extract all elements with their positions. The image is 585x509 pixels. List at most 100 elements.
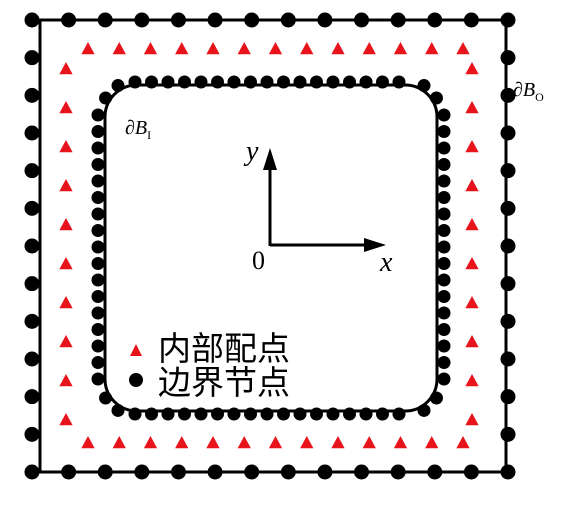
boundary-node (343, 407, 356, 421)
interior-collocation-point (465, 218, 479, 231)
interior-collocation-point (237, 436, 251, 449)
boundary-node (437, 372, 451, 386)
boundary-node (91, 207, 105, 221)
boundary-node (24, 351, 40, 367)
boundary-node (463, 464, 479, 480)
boundary-node (437, 257, 451, 270)
boundary-node (317, 464, 333, 480)
interior-collocation-point (59, 335, 73, 348)
boundary-node (211, 407, 224, 421)
boundary-node (437, 158, 451, 171)
boundary-node (280, 12, 296, 28)
boundary-node (170, 464, 186, 480)
boundary-node (178, 75, 191, 89)
boundary-node (500, 87, 516, 103)
boundary-node (194, 75, 208, 89)
boundary-node (111, 403, 125, 417)
boundary-node (91, 257, 105, 270)
boundary-node (354, 464, 370, 480)
interior-collocation-point (393, 436, 408, 449)
boundary-node (437, 290, 451, 303)
boundary-node (500, 163, 516, 179)
interior-collocation-point (175, 42, 189, 55)
boundary-node (376, 407, 389, 421)
boundary-node (207, 464, 223, 480)
boundary-node (437, 339, 451, 353)
interior-collocation-point (456, 42, 470, 55)
boundary-node (293, 75, 307, 89)
boundary-node (359, 407, 373, 421)
y-axis-arrowhead (263, 148, 277, 170)
interior-collocation-point (456, 436, 470, 449)
boundary-node (207, 12, 223, 28)
interior-collocation-point (59, 101, 73, 114)
boundary-node (24, 200, 40, 216)
boundary-node (277, 407, 290, 421)
boundary-node (500, 276, 516, 292)
interior-collocation-point (237, 42, 251, 55)
boundary-node (317, 12, 333, 28)
legend: 内部配点 边界节点 (129, 329, 290, 402)
interior-collocation-point (81, 42, 95, 55)
boundary-node (500, 12, 516, 28)
boundary-node (392, 75, 406, 89)
boundary-node (500, 238, 516, 254)
boundary-node (437, 224, 451, 237)
boundary-node (260, 75, 274, 89)
boundary-node (128, 75, 142, 89)
interior-collocation-point (300, 436, 314, 449)
origin-label: 0 (252, 246, 265, 275)
boundary-node (437, 207, 451, 221)
boundary-node (310, 75, 323, 89)
boundary-node (437, 108, 451, 122)
interior-collocation-point (59, 413, 73, 426)
boundary-node (390, 12, 406, 28)
interior-collocation-point (81, 436, 95, 449)
boundary-node (359, 75, 373, 89)
boundary-node (24, 87, 40, 103)
x-axis-label: x (379, 247, 393, 278)
boundary-node (227, 75, 241, 89)
boundary-node (437, 323, 451, 336)
boundary-node (310, 407, 323, 421)
boundary-node (24, 276, 40, 292)
boundary-node (260, 407, 274, 421)
boundary-node (390, 464, 406, 480)
boundary-node (91, 125, 105, 138)
interior-collocation-point (143, 42, 158, 55)
boundary-node (244, 12, 260, 28)
boundary-node (427, 464, 443, 480)
boundary-node (437, 125, 451, 138)
boundary-node (91, 290, 105, 303)
interior-collocation-point (268, 42, 283, 55)
boundary-node (161, 407, 175, 421)
boundary-node (91, 191, 105, 204)
boundary-node (500, 351, 516, 367)
boundary-node (99, 391, 113, 405)
boundary-node (417, 79, 431, 93)
outer-boundary-nodes (24, 12, 516, 480)
boundary-node (244, 407, 257, 421)
interior-collocation-point (175, 436, 189, 449)
interior-collocation-point (59, 140, 73, 153)
boundary-node (500, 313, 516, 329)
boundary-node (91, 372, 105, 386)
boundary-node (244, 75, 257, 89)
interior-collocation-point (59, 179, 73, 192)
legend-interior-marker (130, 344, 142, 356)
boundary-node (500, 50, 516, 66)
boundary-node (91, 141, 105, 155)
boundary-node (91, 108, 105, 122)
boundary-node (97, 12, 113, 28)
interior-collocation-point (425, 436, 439, 449)
boundary-node (500, 464, 516, 480)
interior-collocation-point (331, 436, 345, 449)
boundary-node (277, 75, 290, 89)
outer-boundary-label: ∂BO (513, 79, 544, 104)
legend-boundary-marker (129, 373, 143, 387)
coordinate-axes (263, 148, 386, 252)
interior-collocation-point (143, 436, 158, 449)
boundary-node (437, 356, 451, 369)
boundary-node (437, 306, 451, 320)
